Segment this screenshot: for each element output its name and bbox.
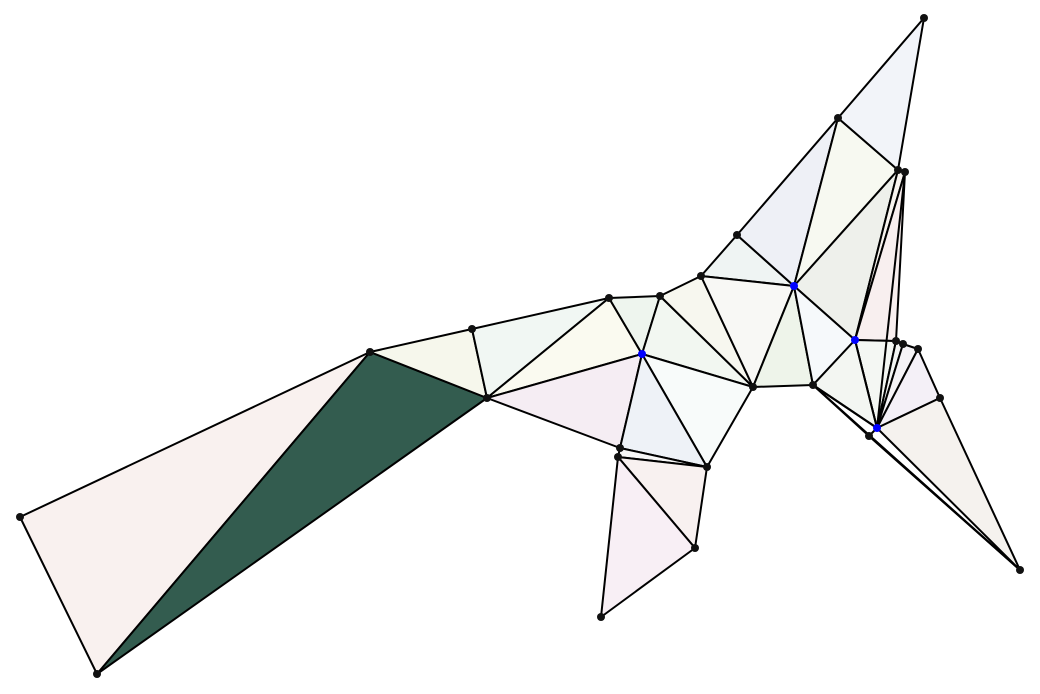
mesh-vertices bbox=[16, 14, 1024, 678]
mesh-vertex bbox=[809, 381, 817, 389]
mesh-edge bbox=[812, 384, 878, 429]
mesh-edge bbox=[876, 171, 906, 429]
mesh-vertex bbox=[616, 444, 624, 452]
highlighted-vertex bbox=[790, 282, 798, 290]
mesh-vertex bbox=[703, 463, 711, 471]
highlighted-vertex bbox=[873, 424, 881, 432]
mesh-faces bbox=[19, 17, 1021, 675]
mesh-vertex bbox=[914, 345, 922, 353]
mesh-vertex bbox=[605, 294, 613, 302]
mesh-vertex bbox=[865, 432, 873, 440]
mesh-vertex bbox=[468, 325, 476, 333]
mesh-vertex bbox=[899, 340, 907, 348]
mesh-vertex bbox=[894, 166, 902, 174]
mesh-vertex bbox=[597, 613, 605, 621]
mesh-edge bbox=[854, 339, 878, 429]
mesh-vertex bbox=[691, 544, 699, 552]
mesh-edges bbox=[812, 169, 1021, 571]
mesh-vertex bbox=[697, 272, 705, 280]
mesh-vertex bbox=[483, 394, 491, 402]
mesh-vertex bbox=[749, 383, 757, 391]
mesh-vertex bbox=[834, 114, 842, 122]
mesh-vertex bbox=[16, 513, 24, 521]
mesh-vertex bbox=[892, 337, 900, 345]
mesh-vertex bbox=[656, 292, 664, 300]
mesh-triangle bbox=[837, 17, 925, 171]
highlighted-vertex bbox=[638, 350, 646, 358]
mesh-triangle bbox=[600, 456, 696, 618]
highlighted-vertex bbox=[851, 336, 859, 344]
mesh-vertex bbox=[920, 14, 928, 22]
mesh-vertex bbox=[733, 231, 741, 239]
mesh-edge bbox=[812, 384, 1021, 571]
mesh-vertex bbox=[1016, 566, 1024, 574]
mesh-triangle bbox=[876, 397, 1021, 571]
mesh-vertex bbox=[366, 348, 374, 356]
mesh-vertex bbox=[936, 394, 944, 402]
mesh-vertex bbox=[901, 168, 909, 176]
mesh-vertex bbox=[614, 453, 622, 461]
mesh-vertex bbox=[93, 670, 101, 678]
